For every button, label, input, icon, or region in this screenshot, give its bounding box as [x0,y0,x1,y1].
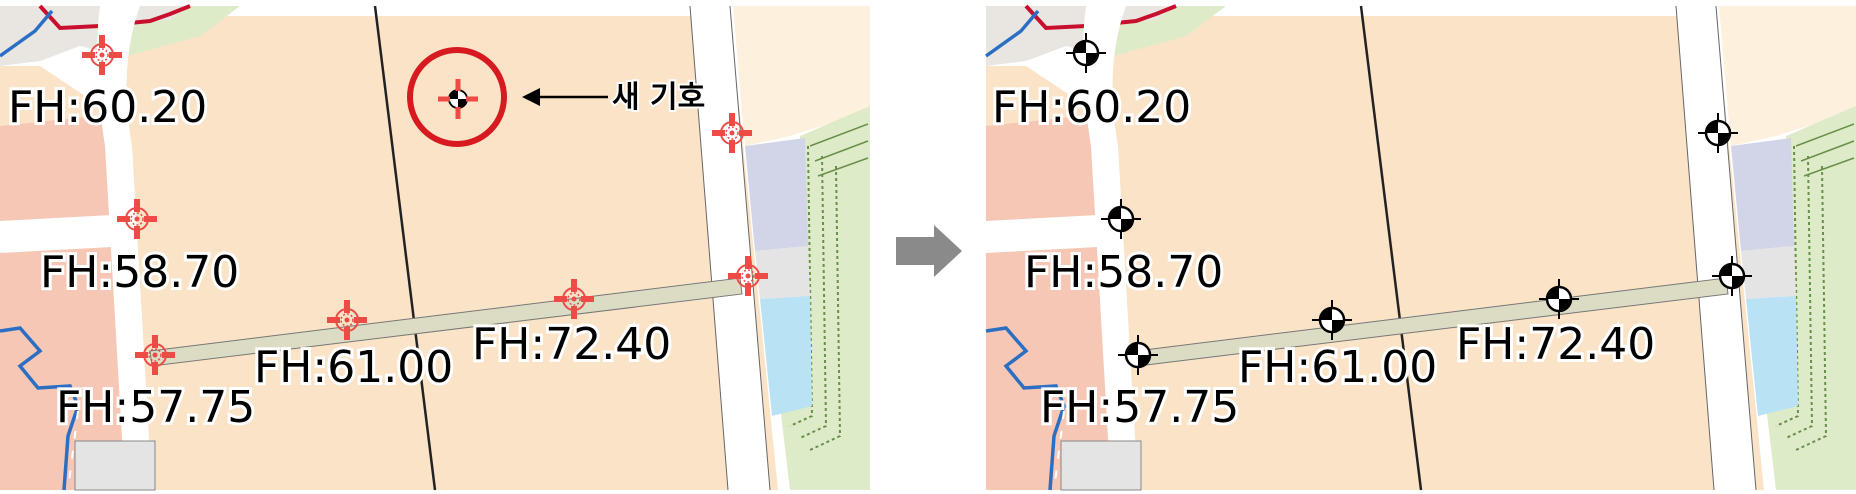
fh-label: FH:58.70 [40,247,239,298]
right-arrow-icon [896,225,962,277]
fh-label: FH:60.20 [8,82,207,133]
before-map-panel: 새 기호 FH:60.20 FH:58.70 FH:61.00 FH:72.40… [0,4,872,492]
fh-label: FH:57.75 [1040,382,1239,433]
annotation-arrow-icon [522,88,608,106]
highlight-circle [407,47,507,147]
fh-label: FH:58.70 [1024,247,1223,298]
fh-label: FH:57.75 [56,382,255,433]
new-symbol-annotation: 새 기호 [612,80,705,115]
after-map-panel: FH:60.20 FH:58.70 FH:61.00 FH:72.40 FH:5… [984,4,1856,492]
fh-label: FH:72.40 [1456,319,1655,370]
fh-label: FH:61.00 [1238,342,1437,393]
fh-label: FH:72.40 [472,319,671,370]
fh-label: FH:61.00 [254,342,453,393]
fh-label: FH:60.20 [992,82,1191,133]
